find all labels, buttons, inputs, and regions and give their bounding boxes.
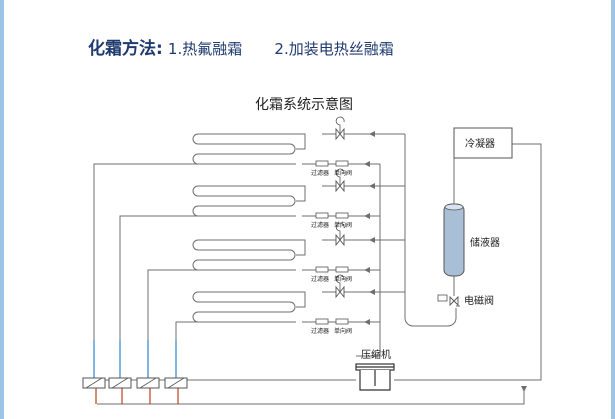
heading-separator: : — [156, 39, 163, 59]
arrow-in-1 — [369, 131, 375, 137]
left-border-strip — [0, 0, 4, 419]
heading-label: 化霜方法 — [88, 39, 156, 59]
check-valve-label-4: 单向阀 — [334, 327, 352, 335]
filter-3 — [315, 266, 329, 273]
check-valve-label-2: 单向阀 — [334, 221, 352, 229]
filter-2 — [315, 212, 329, 219]
compressor-label: 压缩机 — [361, 348, 391, 361]
solenoid-valve — [449, 295, 459, 307]
filter-1 — [315, 160, 329, 167]
evaporator-coil-3 — [192, 239, 296, 271]
evaporator-coil-2 — [192, 185, 296, 217]
check-valve-4 — [335, 318, 349, 325]
heading: 化霜方法: 1.热氟融霜 2.加装电热丝融霜 — [88, 34, 394, 59]
condenser-label: 冷凝器 — [465, 137, 495, 150]
receiver — [443, 203, 465, 277]
arrow-compressor-out — [521, 386, 527, 392]
arrow-liquid-4 — [364, 319, 370, 325]
right-border-strip — [611, 0, 615, 419]
return-header — [97, 386, 525, 405]
check-valve-2 — [335, 212, 349, 219]
receiver-label: 储液器 — [470, 236, 500, 249]
filter-label-2: 过滤器 — [311, 221, 329, 229]
condenser — [453, 127, 513, 159]
filter-label-1: 过滤器 — [311, 169, 329, 177]
check-valve-3 — [335, 266, 349, 273]
evaporator-coil-1 — [192, 133, 296, 165]
filter-4 — [315, 318, 329, 325]
suction-line-1 — [93, 163, 198, 340]
arrow-in-2 — [369, 183, 375, 189]
hot-gas-feed-3 — [296, 239, 306, 256]
filter-label-4: 过滤器 — [311, 327, 329, 335]
suction-line-4 — [175, 321, 198, 340]
check-valve-label-1: 单向阀 — [334, 169, 352, 177]
method-1: 1.热氟融霜 — [167, 40, 243, 58]
condenser-discharge — [394, 143, 542, 381]
hot-gas-feed-1 — [296, 133, 306, 150]
check-valve-1 — [335, 160, 349, 167]
compressor — [355, 363, 395, 391]
arrow-in-3 — [369, 237, 375, 243]
solenoid-valve-label: 电磁阀 — [464, 294, 494, 307]
suction-line-2 — [119, 215, 198, 340]
arrow-liquid-1 — [364, 161, 370, 167]
check-valve-label-3: 单向阀 — [334, 275, 352, 283]
arrow-in-4 — [369, 289, 375, 295]
evaporator-coil-4 — [192, 291, 296, 323]
solenoid-coil — [437, 294, 448, 302]
diagram-title: 化霜系统示意图 — [255, 97, 353, 113]
hot-gas-header — [404, 134, 457, 327]
suction-line-3 — [147, 269, 198, 340]
arrow-liquid-3 — [364, 267, 370, 273]
arrow-liquid-2 — [364, 213, 370, 219]
liquid-return — [356, 334, 381, 357]
hot-gas-feed-2 — [296, 185, 306, 202]
filter-label-3: 过滤器 — [311, 275, 329, 283]
hot-gas-feed-4 — [296, 291, 306, 308]
method-2: 2.加装电热丝融霜 — [274, 40, 394, 58]
